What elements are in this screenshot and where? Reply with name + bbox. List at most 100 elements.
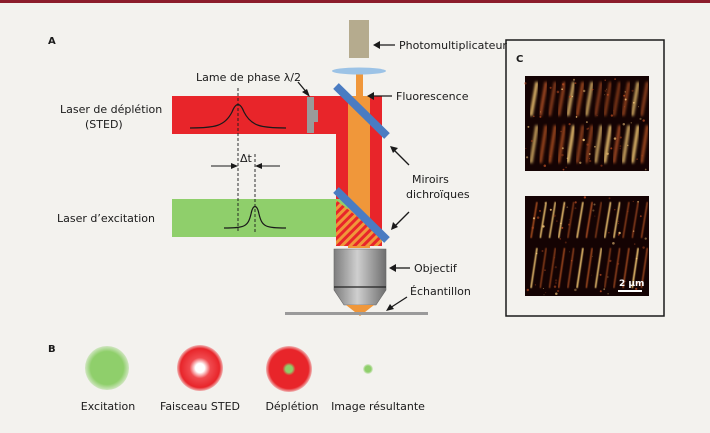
speckle (555, 292, 558, 296)
striation (621, 125, 631, 164)
speckle (613, 137, 617, 140)
sted-image (525, 196, 649, 296)
striation (613, 201, 621, 239)
striation (593, 125, 603, 164)
striation (639, 125, 649, 164)
striation (613, 247, 621, 289)
speckle (541, 249, 544, 253)
focal-cone (346, 305, 374, 316)
sted-beam-spot (177, 345, 223, 391)
speckle (636, 158, 638, 160)
fluorescence-label: Fluorescence (396, 90, 469, 103)
speckle (630, 122, 633, 124)
speckle (575, 116, 578, 118)
speckle (636, 281, 639, 285)
striation (538, 81, 548, 117)
speckle (570, 259, 573, 262)
striation (530, 247, 538, 289)
speckle (623, 94, 626, 97)
speckle (587, 127, 590, 130)
speckle (553, 214, 556, 217)
speckle (553, 285, 557, 288)
striation (548, 201, 557, 239)
panel-label-a: A (48, 36, 56, 47)
speckle (608, 197, 611, 200)
speckle (539, 115, 542, 118)
striation (557, 81, 567, 117)
sted-image-striations (526, 196, 649, 296)
speckle (607, 292, 609, 295)
striation (539, 201, 547, 239)
speckle (588, 153, 591, 155)
speckle (610, 114, 614, 117)
speckle (624, 98, 627, 101)
speckle (559, 238, 561, 240)
speckle (544, 269, 546, 271)
striation (603, 247, 612, 289)
striation (603, 81, 613, 117)
speckle (524, 82, 527, 85)
speckle (530, 139, 534, 143)
speckle (635, 287, 638, 291)
speckle (594, 145, 596, 148)
speckle (594, 215, 596, 217)
speckle (574, 288, 577, 292)
dichroic-mirror-upper (333, 83, 390, 139)
resulting-image-spot (363, 364, 373, 374)
speckle (591, 274, 593, 276)
striation (584, 81, 594, 117)
spot-label-excitation: Excitation (81, 400, 136, 413)
speckle (525, 147, 527, 149)
sample-label: Échantillon (410, 285, 471, 298)
dichroic-arrow-upper (393, 149, 410, 166)
focusing-lens (332, 67, 386, 75)
spot-label-result: Image résultante (331, 400, 425, 413)
depletion-laser-label-line2: (STED) (85, 118, 123, 131)
panel-label-c: C (516, 54, 523, 65)
striation (566, 81, 576, 117)
speckle (579, 161, 582, 164)
speckle (544, 202, 547, 204)
speckle (566, 206, 569, 209)
speckle (613, 110, 615, 112)
speckle (604, 89, 607, 92)
speckle (561, 88, 563, 91)
speckle (604, 79, 606, 81)
speckle (644, 168, 647, 171)
speckle (526, 288, 530, 292)
combined-beam (336, 200, 382, 246)
speckle (608, 232, 610, 234)
speckle (549, 86, 552, 89)
striation (612, 81, 622, 117)
striation (640, 247, 649, 289)
confocal-image (524, 76, 649, 171)
striation (622, 247, 630, 289)
depletion-spot (266, 346, 312, 392)
speckle (569, 251, 571, 253)
striation (585, 201, 593, 239)
sample-arrow (389, 296, 408, 309)
speckle (556, 289, 560, 293)
phase-plate-label: Lame de phase λ/2 (196, 71, 301, 84)
speckle (564, 204, 566, 207)
striation (640, 201, 649, 239)
dichroic-arrowhead-upper (390, 146, 398, 153)
speckle (525, 156, 529, 159)
speckle (642, 246, 645, 249)
speckle (617, 223, 619, 225)
speckle (561, 226, 564, 229)
speckle (574, 82, 577, 85)
panel-label-b: B (48, 344, 56, 355)
striation (594, 247, 603, 289)
speckle (603, 288, 606, 291)
delta-t-arrowhead-right (255, 163, 262, 169)
speckle (593, 203, 596, 206)
speckle (536, 216, 540, 219)
speckle (540, 111, 542, 113)
speckle (639, 117, 642, 121)
speckle (617, 233, 620, 236)
speckle (612, 242, 615, 245)
speckle (618, 231, 621, 235)
speckle (614, 208, 616, 211)
photomultiplier-arrowhead (373, 41, 380, 49)
